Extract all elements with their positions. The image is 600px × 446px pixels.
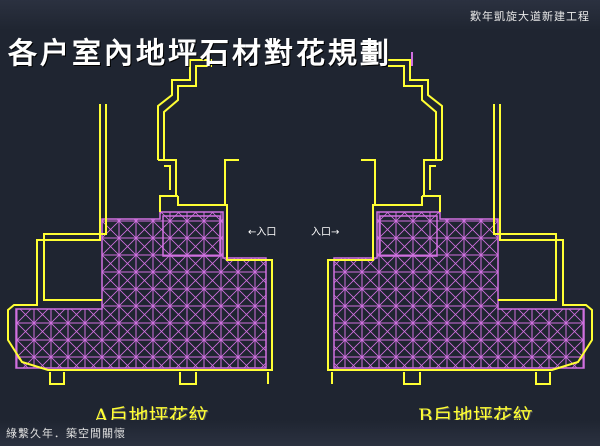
- unit-b-tile-floor: [333, 211, 585, 369]
- unit-b-plan: [327, 52, 593, 385]
- unit-b-entry-room: [379, 215, 438, 257]
- footer-bar: 綠繫久年．築空間關懷: [0, 420, 600, 446]
- project-name: 歎年凱旋大道新建工程: [470, 10, 590, 23]
- unit-b-walls: [327, 59, 593, 385]
- footer-slogan: 綠繫久年．築空間關懷: [6, 427, 126, 440]
- unit-a-walls: [7, 59, 273, 385]
- unit-a-entry-room: [162, 215, 221, 257]
- header-bar: 歎年凱旋大道新建工程: [0, 0, 600, 30]
- unit-a-entry-label: ←入口: [248, 227, 277, 238]
- slide-title: 各户室內地坪石材對花規劃: [8, 36, 393, 70]
- unit-a-tile-floor: [15, 211, 267, 369]
- unit-b-entry-label: 入口→: [311, 227, 340, 238]
- unit-a-plan: [7, 52, 273, 385]
